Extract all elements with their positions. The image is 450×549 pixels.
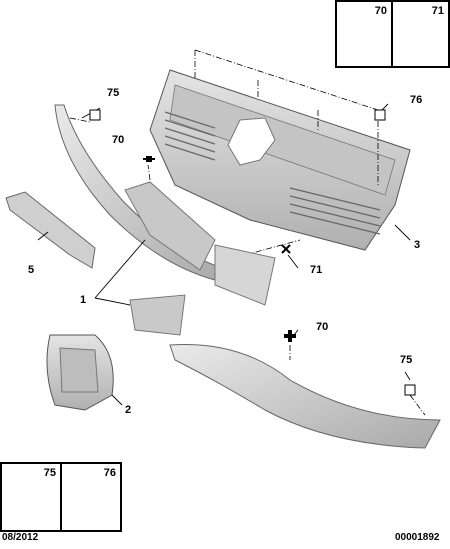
grille-part [149, 69, 411, 251]
callout-75-bottom: 75 [400, 354, 413, 366]
lower-trim-strip [129, 294, 441, 449]
ref-number: 75 [43, 467, 56, 479]
inset-cell-right: 76 [62, 464, 120, 530]
callout-1: 1 [80, 294, 87, 306]
fastener-markers [89, 109, 416, 396]
callout-75-top: 75 [107, 87, 120, 99]
inset-cell-right: 71 [393, 2, 448, 66]
emblem-part [46, 334, 114, 411]
callout-70-top: 70 [112, 134, 125, 146]
fastener-inset-top: 70 71 [335, 0, 450, 68]
inset-cell-left: 70 [337, 2, 393, 66]
upper-trim-strip [54, 104, 276, 306]
footer-date: 08/2012 [2, 532, 39, 543]
callout-70-mid: 70 [316, 321, 329, 333]
callout-2: 2 [125, 404, 132, 416]
fixing-lines [69, 49, 426, 416]
footer-reference: 00001892 [395, 532, 440, 543]
bracket-part [5, 191, 96, 269]
fastener-inset-bottom: 75 76 [0, 462, 122, 532]
callout-3: 3 [414, 239, 421, 251]
ref-number: 76 [103, 467, 116, 479]
ref-number: 71 [431, 5, 444, 17]
callout-71: 71 [310, 264, 323, 276]
callout-76: 76 [410, 94, 423, 106]
callout-5: 5 [28, 264, 35, 276]
ref-number: 70 [374, 5, 387, 17]
inset-cell-left: 75 [2, 464, 62, 530]
